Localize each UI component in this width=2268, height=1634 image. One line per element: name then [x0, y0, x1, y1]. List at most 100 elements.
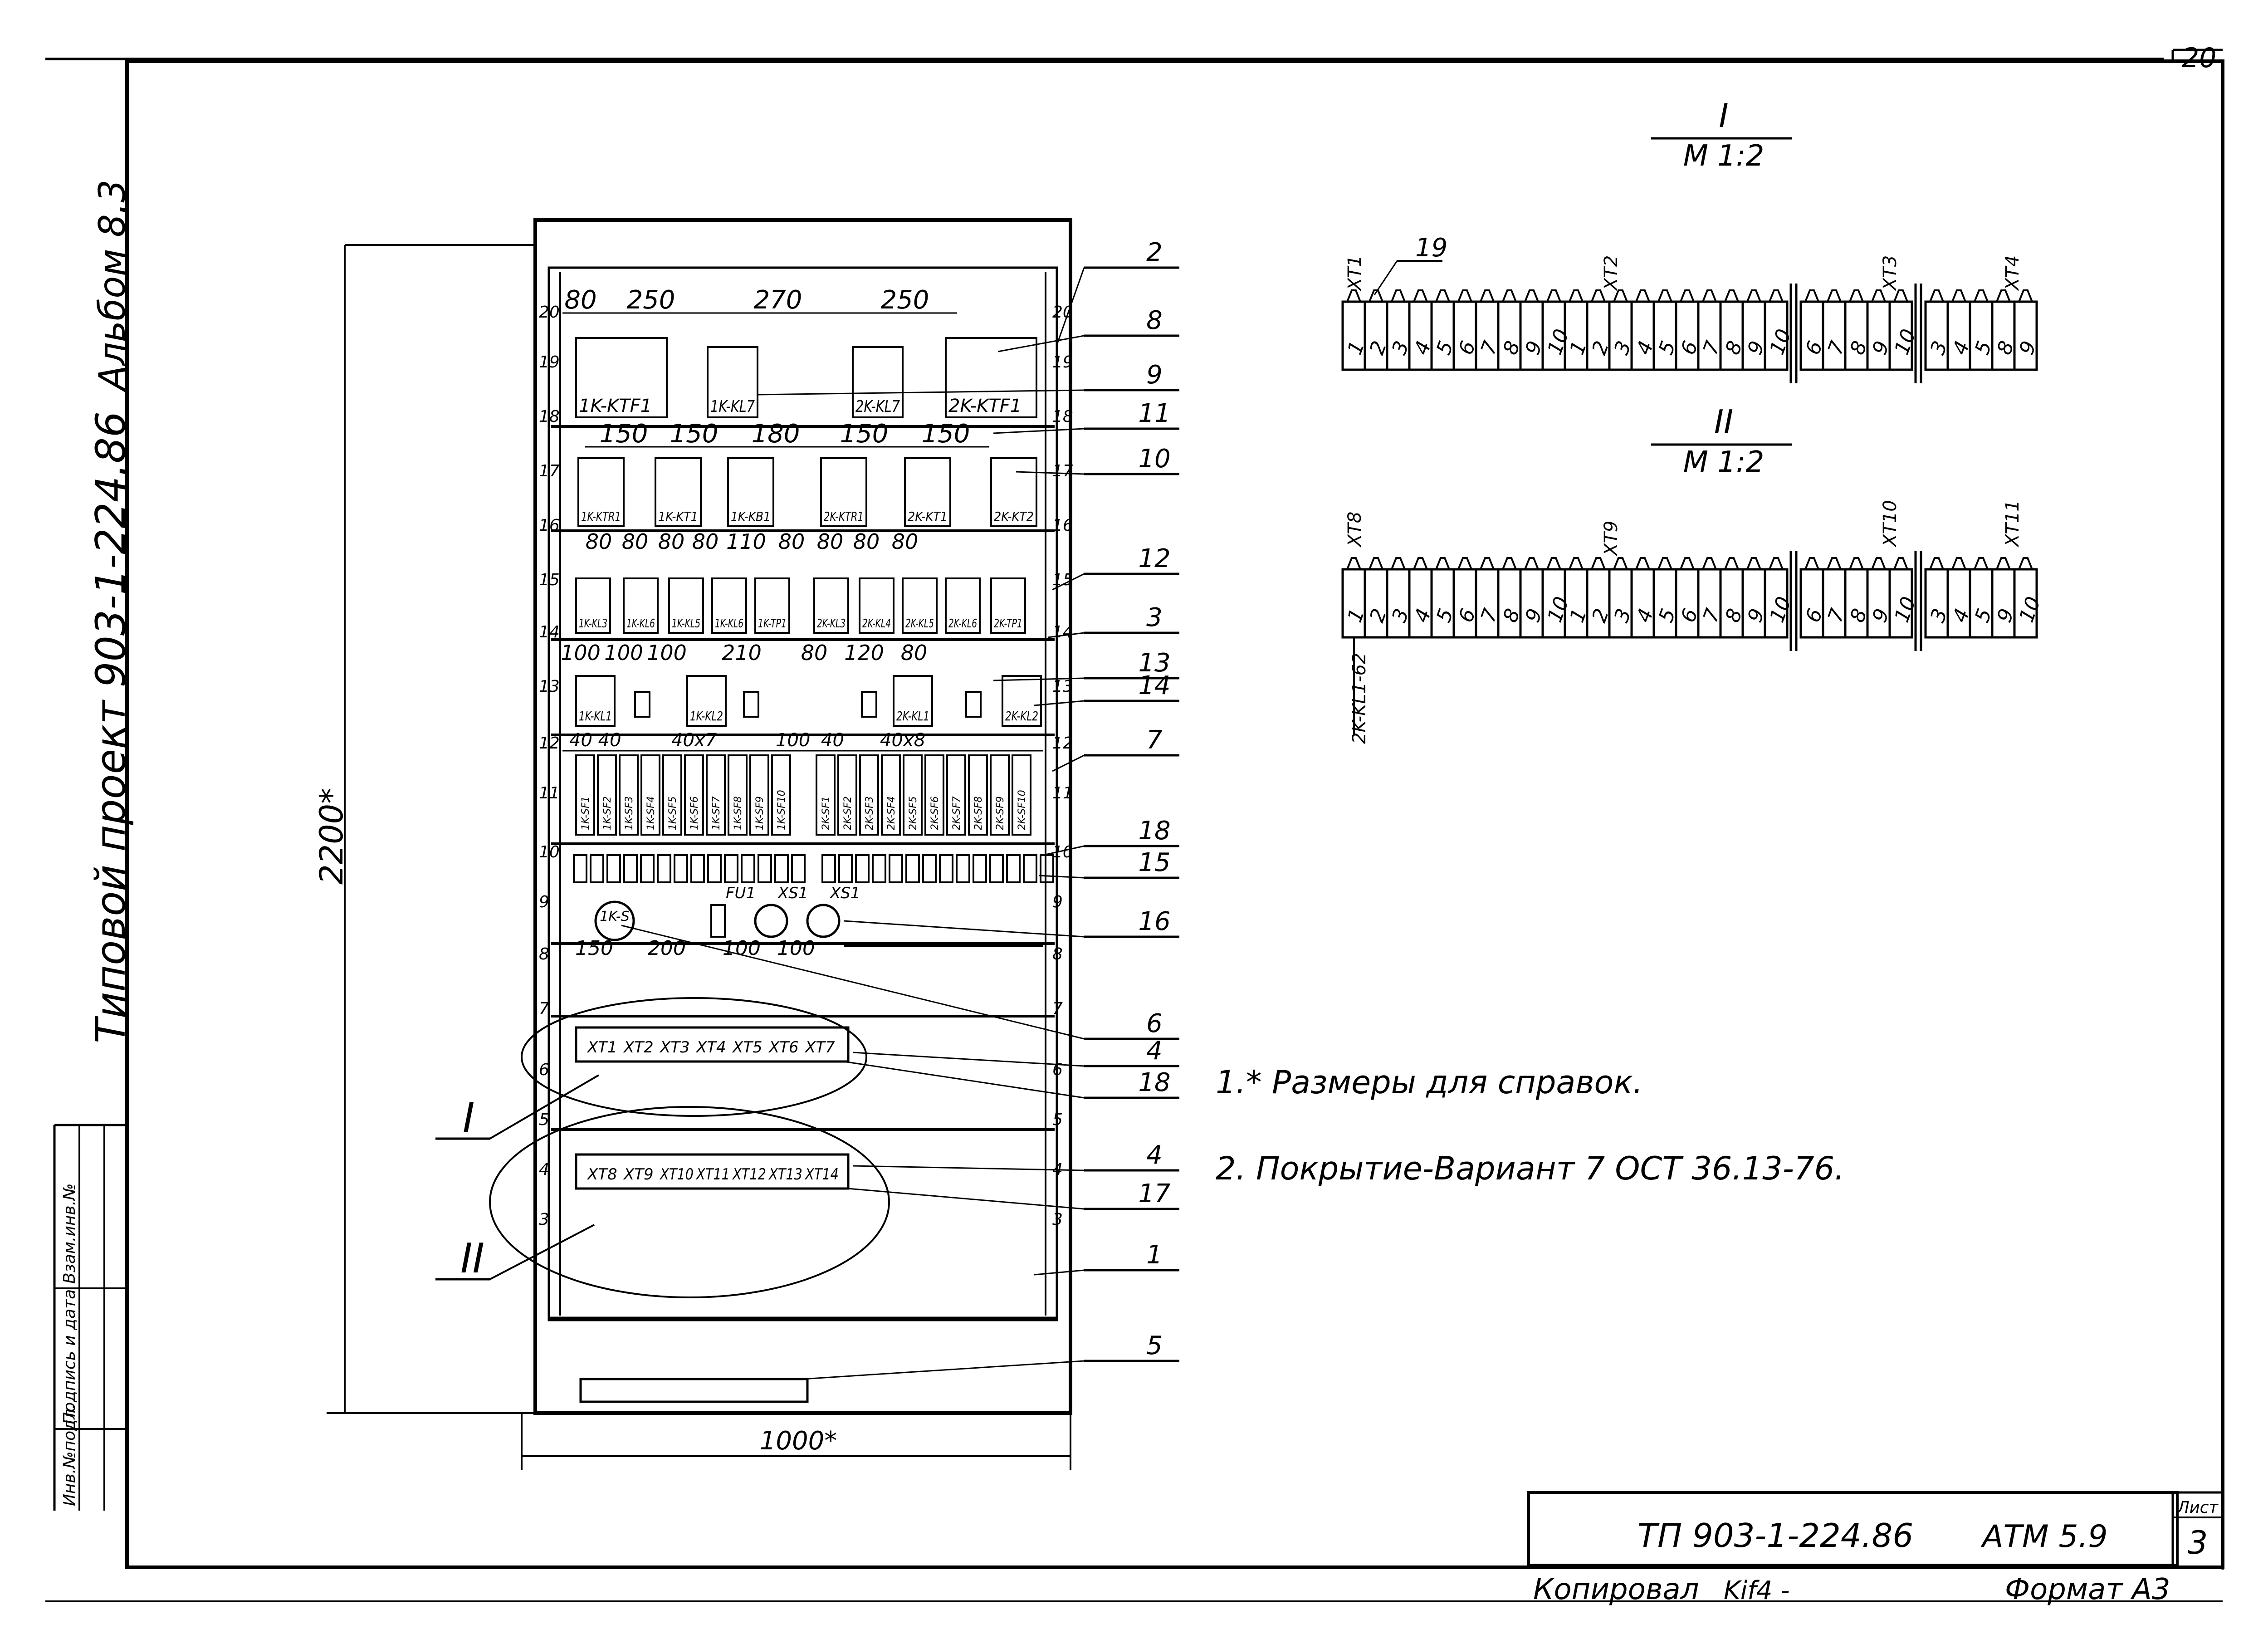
detail-II-side-label: 2K-KL1-62 [1349, 653, 1370, 744]
circuit-breaker [859, 754, 879, 836]
device-label: 2K-KL4 [862, 617, 891, 631]
terminal-cell [1408, 300, 1433, 371]
terminal-clamp [1827, 289, 1842, 302]
callout-leader [1034, 700, 1085, 706]
terminal-clamp [1769, 289, 1784, 302]
terminal-clamp [1546, 289, 1561, 302]
terminal [956, 854, 970, 883]
circuit-breaker [684, 754, 704, 836]
rail-number-left: 4 [539, 1160, 549, 1179]
device-label: 1K-KT1 [658, 509, 698, 524]
terminal-cell [1844, 300, 1869, 371]
device-label: 2K-KT1 [908, 509, 948, 524]
terminal-block-label: XT12 [732, 1165, 766, 1184]
terminal-clamp [1635, 289, 1650, 302]
circuit-breaker-label: 1K-SF4 [645, 796, 657, 830]
device-label: 1K-KTF1 [579, 396, 652, 416]
terminal-clamp [1827, 557, 1842, 570]
callout-number: 18 [1138, 1068, 1170, 1097]
terminal-cell [1991, 300, 2016, 371]
small-relay [743, 691, 759, 718]
terminal-cell [1364, 568, 1388, 639]
rail-number-right: 20 [1052, 303, 1073, 322]
terminal-cell [2013, 568, 2038, 639]
terminal-clamp [2018, 557, 2033, 570]
terminal [838, 854, 853, 883]
terminal [1023, 854, 1037, 883]
terminal-clamp [1591, 557, 1606, 570]
terminal-cell [2013, 300, 2038, 371]
device-label: 1K-KL5 [672, 617, 700, 631]
terminal-clamp [1480, 557, 1495, 570]
circuit-breaker [749, 754, 769, 836]
terminal-block-I [575, 1026, 850, 1063]
terminal [922, 854, 937, 883]
circuit-breaker [597, 754, 617, 836]
terminal-cell [1341, 568, 1366, 639]
circuit-breaker-label: 1K-SF6 [689, 796, 700, 830]
terminal-clamp [1391, 557, 1406, 570]
dimension-value: 150 [670, 419, 719, 449]
terminal-block-label: XT10 [659, 1165, 694, 1184]
terminal-cell [1844, 568, 1869, 639]
terminal-cell [1888, 568, 1913, 639]
terminal [1040, 854, 1054, 883]
terminal-clamp [1635, 557, 1650, 570]
terminal-clamp [1702, 557, 1717, 570]
callout-leader [993, 677, 1085, 681]
terminal-clamp [2018, 289, 2033, 302]
callout-number: 8 [1146, 306, 1163, 335]
dimension-value: 150 [922, 419, 970, 449]
terminal-cell [1364, 300, 1388, 371]
dimension-value: 40 40 [569, 730, 621, 751]
note-2: 2. Покрытие-Вариант 7 ОСТ 36.13-76. [1216, 1150, 1844, 1187]
device [1002, 675, 1042, 727]
terminal-cell [1822, 568, 1847, 639]
terminal-clamp [1680, 289, 1695, 302]
height-dimension: 2200* [313, 788, 350, 885]
terminal-cell [1675, 568, 1700, 639]
dimension-value: 40x8 [880, 730, 925, 751]
terminal-block-label: XT5 [732, 1038, 763, 1057]
circuit-breaker-label: 1K-SF7 [711, 796, 722, 830]
terminal-cell [1799, 568, 1824, 639]
device [668, 577, 704, 634]
terminal-cell [1888, 300, 1913, 371]
circuit-breaker-label: 1K-SF5 [667, 796, 679, 830]
fuse [710, 904, 726, 938]
strip-label: XT10 [1880, 500, 1901, 548]
callout-leader [1047, 632, 1085, 638]
circuit-breaker-label: 2K-SF3 [864, 796, 875, 830]
terminal-clamp [1391, 289, 1406, 302]
terminal [939, 854, 953, 883]
rail-number-right: 11 [1052, 784, 1073, 802]
dimension-value: 80 [586, 529, 612, 554]
device-label: 2K-KL7 [855, 397, 900, 416]
rail-number-left: 8 [539, 945, 549, 964]
device-label: 1K-KL2 [690, 709, 723, 724]
terminal-cell [1497, 568, 1522, 639]
strip-label: XT8 [1344, 512, 1365, 548]
dimension-value: 200 [648, 937, 686, 960]
dimension-value: 150 [600, 419, 648, 449]
terminal-cell [1764, 300, 1789, 371]
dimension-value: 40x7 [671, 730, 717, 751]
dimension-value: 80 [801, 641, 828, 665]
view-II-outline [489, 1106, 890, 1298]
rail-number-left: 7 [539, 999, 549, 1018]
terminal-cell [1430, 568, 1455, 639]
dimension-value: 110 [726, 529, 766, 554]
device [575, 337, 668, 418]
callout-number: 18 [1138, 816, 1170, 846]
circuit-breaker [881, 754, 901, 836]
device-label: 2K-KL2 [1005, 709, 1038, 724]
terminal-cell [1430, 300, 1455, 371]
terminal-cell [1630, 568, 1655, 639]
terminal-clamp [1893, 557, 1908, 570]
terminal-clamp [1804, 557, 1819, 570]
callout-leader [843, 1061, 1085, 1099]
rail-number-left: 15 [539, 571, 560, 589]
dimension-value: 180 [752, 419, 800, 449]
circuit-breaker [706, 754, 726, 836]
